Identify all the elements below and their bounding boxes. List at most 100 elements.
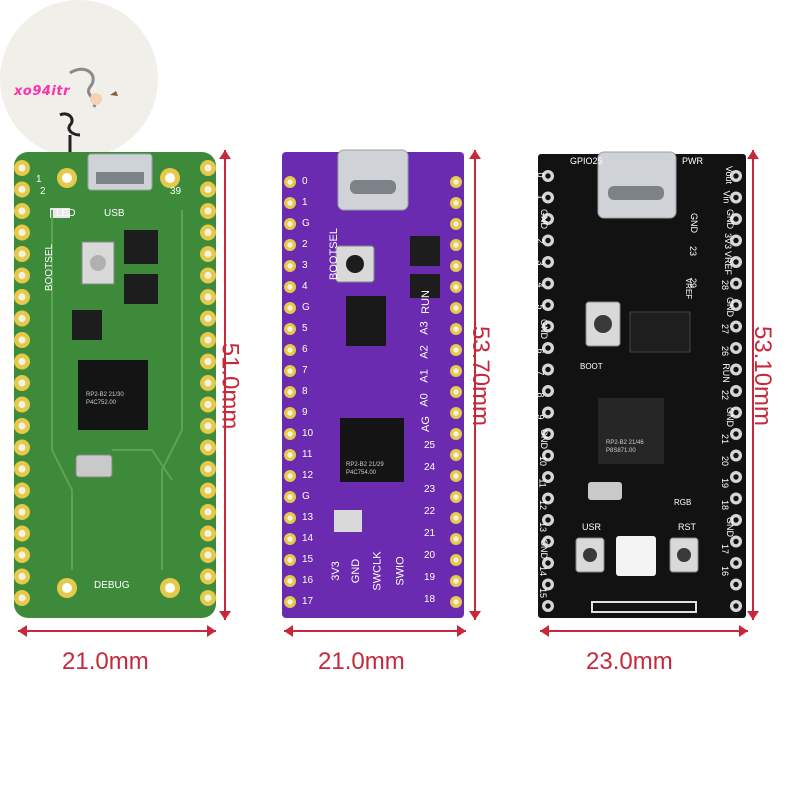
header-pad-hole: [204, 207, 212, 215]
board3-left-pin: 2: [535, 238, 546, 244]
header-pad-hole: [18, 422, 26, 430]
header-pad-hole: [453, 557, 459, 563]
header-pad-hole: [733, 345, 739, 351]
board2-side-labels: AG A0 A1 A2 A3 RUN: [418, 290, 448, 440]
board3-top-label: GPIO25: [570, 156, 603, 166]
header-pad-hole: [287, 452, 293, 458]
header-pad-hole: [18, 594, 26, 602]
header-pad-hole: [287, 515, 293, 521]
board1-chip-line2: P4C752.00: [86, 400, 117, 406]
header-pad-hole: [453, 515, 459, 521]
header-pad-hole: [204, 164, 212, 172]
board3-width-dimension-line: [540, 624, 748, 638]
header-pad-hole: [287, 263, 293, 269]
header-pad-hole: [453, 452, 459, 458]
board2-left-pin: G: [302, 302, 310, 313]
header-pad-hole: [18, 508, 26, 516]
board2-bottom-label: SWCLK: [371, 551, 384, 591]
board3-left-pin: 15: [538, 587, 549, 599]
board2-left-pin: G: [302, 218, 310, 229]
header-pad-hole: [204, 293, 212, 301]
board3-right-pin: 26: [720, 345, 731, 357]
board2-left-pin: 13: [302, 512, 314, 523]
header-pad-hole: [204, 314, 212, 323]
board2-chip-line1: RP2-B2 21/29: [346, 462, 384, 468]
header-pad-hole: [287, 326, 293, 332]
header-pad-hole: [453, 200, 459, 206]
board3-right-pin: 22: [720, 389, 731, 401]
board3-left-pin: 10: [538, 455, 549, 467]
board3-inner-label: GND: [689, 213, 699, 233]
header-pad-hole: [733, 302, 739, 308]
board3-inner-labels: GND 23 29 VREF BOOT RGB USR RST: [560, 200, 720, 540]
header-pad-hole: [204, 271, 212, 280]
header-pad-hole: [733, 581, 739, 588]
header-pad-hole: [453, 536, 459, 542]
header-pad-hole: [18, 271, 26, 280]
watermark-text: xo94itr: [14, 84, 70, 99]
header-pad-hole: [453, 284, 459, 290]
board3-right-pin: Vin: [721, 190, 732, 204]
header-pad-hole: [204, 486, 212, 495]
board2-left-pin: 3: [302, 260, 308, 271]
board2-left-pin: 10: [302, 428, 314, 439]
header-pad-hole: [733, 237, 739, 244]
header-pad-hole: [18, 357, 26, 366]
header-pad-hole: [287, 305, 293, 311]
board2-side-label: A0: [418, 393, 431, 407]
header-pad-hole: [545, 216, 551, 222]
board2-left-pin: 12: [302, 470, 314, 481]
board2-side-label: A3: [418, 321, 431, 335]
board3-right-pin: 16: [720, 565, 731, 577]
header-pad-hole: [204, 572, 212, 581]
header-pad-hole: [453, 389, 459, 395]
header-pad-hole: [453, 326, 459, 332]
board3-left-pin: 6: [535, 348, 546, 354]
board2-side-label: RUN: [419, 290, 432, 314]
header-pad-hole: [204, 228, 212, 237]
header-pad-hole: [733, 603, 739, 609]
header-pad-hole: [453, 242, 459, 248]
board1-label-pin2: 2: [40, 186, 46, 197]
header-pad-hole: [18, 228, 26, 237]
board3-right-pin: GND: [725, 209, 735, 229]
board1-height-label: 51.0mm: [216, 342, 244, 430]
board2-right-pin: 18: [424, 594, 436, 605]
board3-inner-label: RST: [678, 522, 696, 532]
board1-label-pin1: 1: [36, 174, 42, 185]
watermark-badge: xo94itr: [0, 0, 158, 158]
board2-left-pin: 16: [302, 575, 314, 586]
board3-right-pin: 21: [720, 433, 731, 445]
header-pad-hole: [453, 494, 459, 500]
header-pad-hole: [545, 173, 551, 179]
board3-left-pin: GND: [539, 539, 549, 559]
board3-height-label: 53.10mm: [749, 325, 777, 427]
board3-right-pin-labels: Vout Vin GND 3V3 VREF 28 GND 27 26 RUN 2…: [720, 166, 744, 610]
header-pad-hole: [733, 560, 739, 566]
header-pad-hole: [204, 443, 212, 452]
watermark-illustration: [59, 67, 118, 155]
board3-right-pin: Vout: [724, 165, 735, 185]
header-pad-hole: [18, 207, 26, 215]
header-pad-hole: [733, 431, 739, 437]
header-pad-hole: [545, 431, 551, 437]
header-pad-hole: [287, 389, 293, 395]
header-pad-hole: [18, 551, 26, 559]
header-pad-hole: [287, 557, 293, 563]
header-pad-hole: [18, 443, 26, 452]
board2-bottom-labels: 3V3 GND SWCLK SWIO: [326, 545, 426, 595]
board2-bottom-label: SWIO: [394, 556, 407, 586]
board3-right-pin: 19: [720, 477, 731, 489]
board1-chip-line1: RP2-B2 21/30: [86, 392, 124, 398]
board-purple: [282, 149, 464, 618]
board3-left-pin: GND: [539, 209, 549, 229]
board2-left-pin: G: [302, 491, 310, 502]
header-pad-hole: [545, 323, 551, 330]
header-pad-hole: [453, 599, 459, 605]
header-pad-hole: [453, 179, 459, 185]
board2-right-pin: 25: [424, 440, 436, 451]
board2-left-pin: 5: [302, 323, 308, 334]
header-pad-hole: [18, 529, 26, 538]
header-pad-hole: [204, 465, 212, 473]
header-pad-hole: [18, 293, 26, 301]
